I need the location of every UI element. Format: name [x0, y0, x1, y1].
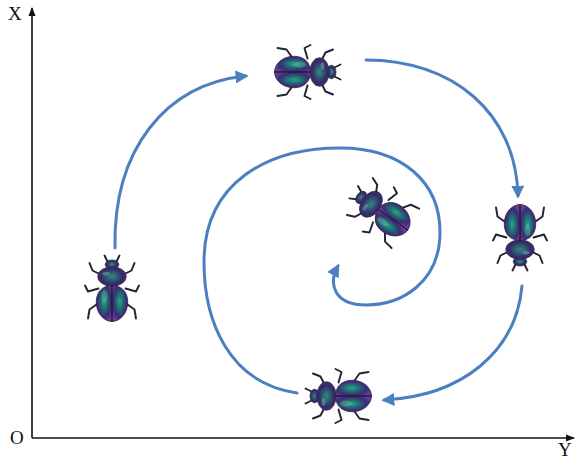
axis-label: X	[8, 4, 22, 23]
spiral-arrow	[204, 148, 440, 393]
path-arrow	[384, 286, 522, 400]
beetle	[493, 205, 547, 271]
vertical-axis	[31, 8, 33, 438]
axis-label: Y	[558, 440, 572, 459]
axis-label: O	[10, 428, 24, 447]
path-arrow	[115, 76, 246, 248]
beetle	[306, 369, 372, 423]
beetle	[338, 170, 423, 252]
beetle	[275, 45, 341, 99]
path-arrow	[366, 60, 518, 196]
beetle	[85, 256, 139, 322]
horizontal-axis	[32, 437, 574, 439]
